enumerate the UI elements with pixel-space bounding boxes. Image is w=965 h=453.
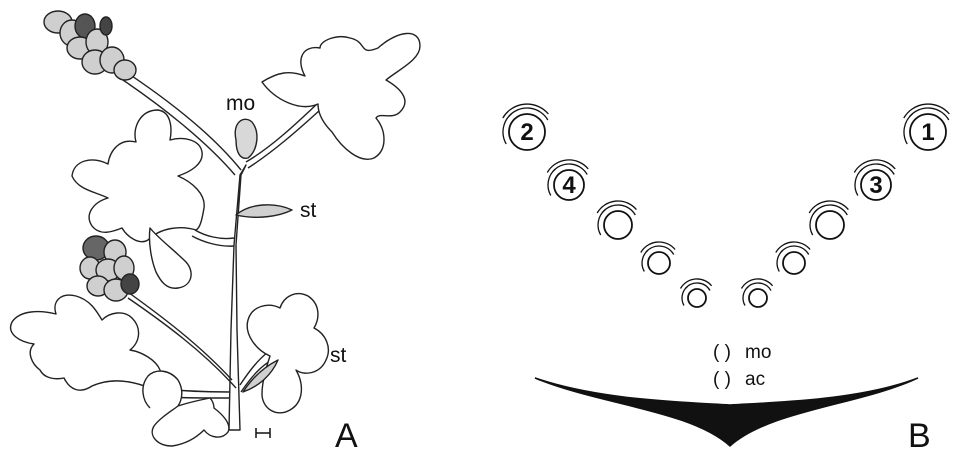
bud-mo [235, 119, 257, 158]
flower-node [776, 242, 810, 274]
flower-node-circle [783, 252, 805, 274]
flower-node-circle [688, 289, 706, 307]
flower-node: 1 [904, 104, 950, 150]
scale-bar [256, 428, 270, 438]
panel-letter-b: B [908, 417, 931, 453]
bracteole-arc [776, 242, 810, 253]
leaf-lower-middle [143, 371, 229, 446]
flower-node-circle [816, 211, 844, 239]
leaf-upper-left [72, 110, 204, 242]
flower-node: 2 [503, 104, 549, 150]
flower-node-number: 3 [869, 172, 882, 199]
leaf-middle-right [149, 228, 191, 288]
leaf-lower-left [11, 295, 161, 390]
flower-node [641, 242, 675, 274]
panel-letter-a: A [335, 417, 358, 453]
legend-ac-symbol: ( ) [713, 369, 731, 390]
label-st-lower: st [330, 344, 347, 367]
bracteole-arc [743, 287, 748, 306]
legend-mo-symbol: ( ) [713, 342, 731, 363]
panel-a-illustration [11, 11, 420, 446]
flower-node-circle [648, 252, 670, 274]
bracteole-arc [777, 250, 783, 272]
legend-mo-label: mo [745, 342, 771, 363]
flower-node [597, 201, 636, 239]
legend: ( ) mo ( ) ac [713, 342, 771, 390]
bracteole-arc [682, 287, 687, 306]
flower-node-number: 1 [921, 119, 934, 146]
label-st-upper: st [300, 199, 317, 222]
bracteole-arc [642, 250, 648, 272]
flower-node: 4 [547, 160, 588, 200]
middle-inflorescence [80, 236, 139, 301]
flower-node [742, 279, 773, 307]
label-mo: mo [226, 92, 255, 115]
flower-node [809, 201, 848, 239]
top-inflorescence [44, 11, 136, 80]
leaf-lower-right [247, 294, 328, 413]
stipule-upper [236, 205, 292, 217]
branch-left-middle [192, 230, 234, 246]
legend-ac-label: ac [745, 369, 765, 390]
flower-node-circle [749, 289, 767, 307]
flower-node-number: 4 [562, 172, 576, 199]
panel-b-diagram: 2 1 4 3 [503, 104, 950, 307]
flower-node: 3 [854, 160, 895, 200]
bracteole-arc [641, 242, 675, 253]
flower-node-number: 2 [520, 119, 533, 146]
flower-node [681, 279, 712, 307]
flower-node-circle [604, 211, 632, 239]
